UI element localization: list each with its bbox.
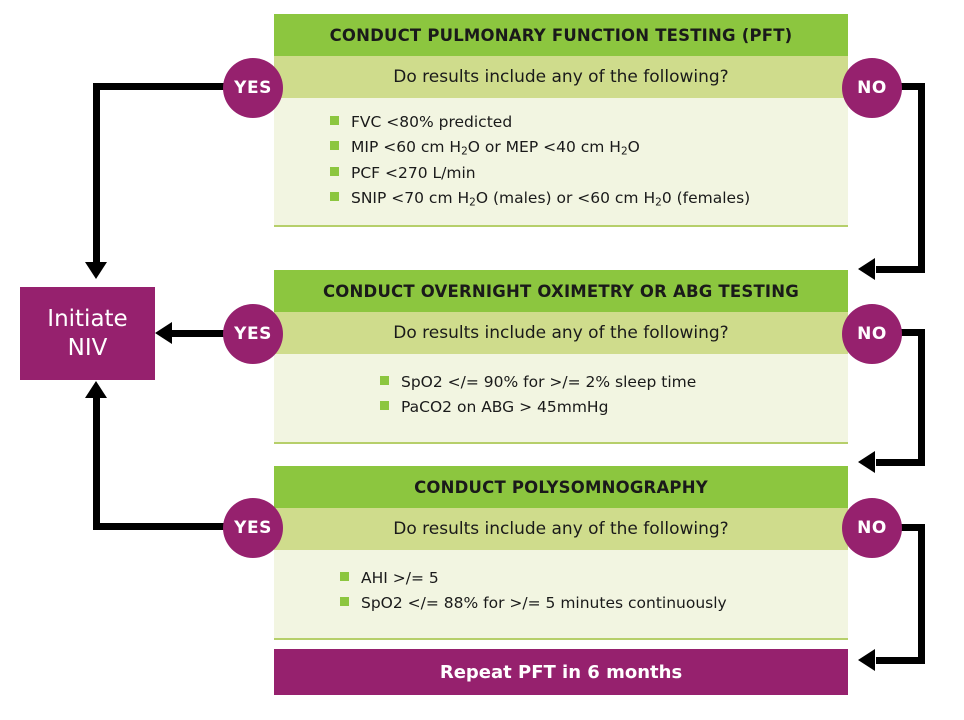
- criterion-text: AHI >/= 5: [361, 569, 439, 587]
- connector-yes-polysomnography-horizontal: [93, 523, 225, 530]
- list-item: SNIP <70 cm H2O (males) or <60 cm H20 (f…: [274, 186, 848, 211]
- arrowhead-no-polysomnography: [858, 649, 875, 671]
- connector-yes-pft-horizontal: [93, 83, 225, 90]
- bullet-square-icon: [330, 141, 339, 151]
- bullet-square-icon: [330, 116, 339, 125]
- connector-no-pft-vertical: [918, 83, 925, 273]
- card-body-pft: FVC <80% predicted MIP <60 cm H2O or MEP…: [274, 98, 848, 227]
- decision-card-oximetry: CONDUCT OVERNIGHT OXIMETRY OR ABG TESTIN…: [274, 270, 848, 445]
- bullet-square-icon: [340, 597, 349, 607]
- decision-yes-oximetry[interactable]: YES: [223, 304, 283, 364]
- list-item: SpO2 </= 90% for >/= 2% sleep time: [274, 370, 848, 395]
- criterion-text: MIP <60 cm H2O or MEP <40 cm H2O: [351, 138, 640, 158]
- connector-no-oximetry-horizontal-in: [876, 459, 925, 466]
- connector-no-pft-horizontal-in: [876, 266, 925, 273]
- connector-no-oximetry-vertical: [918, 329, 925, 466]
- connector-no-polysomnography-horizontal-in: [876, 657, 925, 664]
- decision-card-pft: CONDUCT PULMONARY FUNCTION TESTING (PFT)…: [274, 14, 848, 227]
- card-header-polysomnography: CONDUCT POLYSOMNOGRAPHY: [274, 466, 848, 508]
- arrowhead-no-oximetry: [858, 451, 875, 473]
- card-header-oximetry: CONDUCT OVERNIGHT OXIMETRY OR ABG TESTIN…: [274, 270, 848, 312]
- list-item: PCF <270 L/min: [274, 161, 848, 186]
- list-item: PaCO2 on ABG > 45mmHg: [274, 395, 848, 420]
- criterion-text: SNIP <70 cm H2O (males) or <60 cm H20 (f…: [351, 188, 751, 208]
- arrowhead-yes-pft: [85, 262, 107, 279]
- criterion-text: SpO2 </= 88% for >/= 5 minutes continuou…: [361, 594, 727, 613]
- decision-no-oximetry[interactable]: NO: [842, 304, 902, 364]
- connector-yes-oximetry-horizontal: [172, 330, 226, 337]
- connector-no-polysomnography-horizontal-out: [898, 524, 925, 531]
- list-item: AHI >/= 5: [274, 566, 848, 591]
- decision-no-pft[interactable]: NO: [842, 58, 902, 118]
- criterion-text: PCF <270 L/min: [351, 163, 476, 182]
- connector-no-pft-horizontal-out: [898, 83, 925, 90]
- criterion-text: SpO2 </= 90% for >/= 2% sleep time: [401, 373, 697, 391]
- connector-yes-pft-vertical: [93, 83, 100, 265]
- bullet-square-icon: [330, 191, 339, 201]
- decision-card-polysomnography: CONDUCT POLYSOMNOGRAPHY Do results inclu…: [274, 466, 848, 641]
- card-question-oximetry: Do results include any of the following?: [274, 312, 848, 354]
- initiate-niv-line1: Initiate: [47, 305, 128, 332]
- list-item: MIP <60 cm H2O or MEP <40 cm H2O: [274, 135, 848, 160]
- list-item: SpO2 </= 88% for >/= 5 minutes continuou…: [274, 591, 848, 616]
- list-item: FVC <80% predicted: [274, 110, 848, 135]
- decision-yes-pft[interactable]: YES: [223, 58, 283, 118]
- connector-no-polysomnography-vertical: [918, 524, 925, 664]
- decision-no-polysomnography[interactable]: NO: [842, 498, 902, 558]
- decision-yes-polysomnography[interactable]: YES: [223, 498, 283, 558]
- initiate-niv-line2: NIV: [67, 334, 108, 361]
- bullet-square-icon: [330, 166, 339, 176]
- bullet-square-icon: [340, 572, 349, 581]
- card-body-oximetry: SpO2 </= 90% for >/= 2% sleep time PaCO2…: [274, 354, 848, 445]
- connector-yes-polysomnography-vertical: [93, 398, 100, 530]
- card-header-pft: CONDUCT PULMONARY FUNCTION TESTING (PFT): [274, 14, 848, 56]
- criterion-text: PaCO2 on ABG > 45mmHg: [401, 398, 609, 417]
- card-body-polysomnography: AHI >/= 5 SpO2 </= 88% for >/= 5 minutes…: [274, 550, 848, 641]
- arrowhead-yes-polysomnography: [85, 381, 107, 398]
- card-question-pft: Do results include any of the following?: [274, 56, 848, 98]
- outcome-repeat-pft[interactable]: Repeat PFT in 6 months: [274, 649, 848, 695]
- card-question-polysomnography: Do results include any of the following?: [274, 508, 848, 550]
- arrowhead-no-pft: [858, 258, 875, 280]
- bullet-square-icon: [380, 376, 389, 385]
- criterion-text: FVC <80% predicted: [351, 113, 513, 131]
- connector-no-oximetry-horizontal-out: [898, 329, 925, 336]
- bullet-square-icon: [380, 401, 389, 411]
- outcome-initiate-niv[interactable]: Initiate NIV: [20, 287, 155, 380]
- arrowhead-yes-oximetry: [155, 322, 172, 344]
